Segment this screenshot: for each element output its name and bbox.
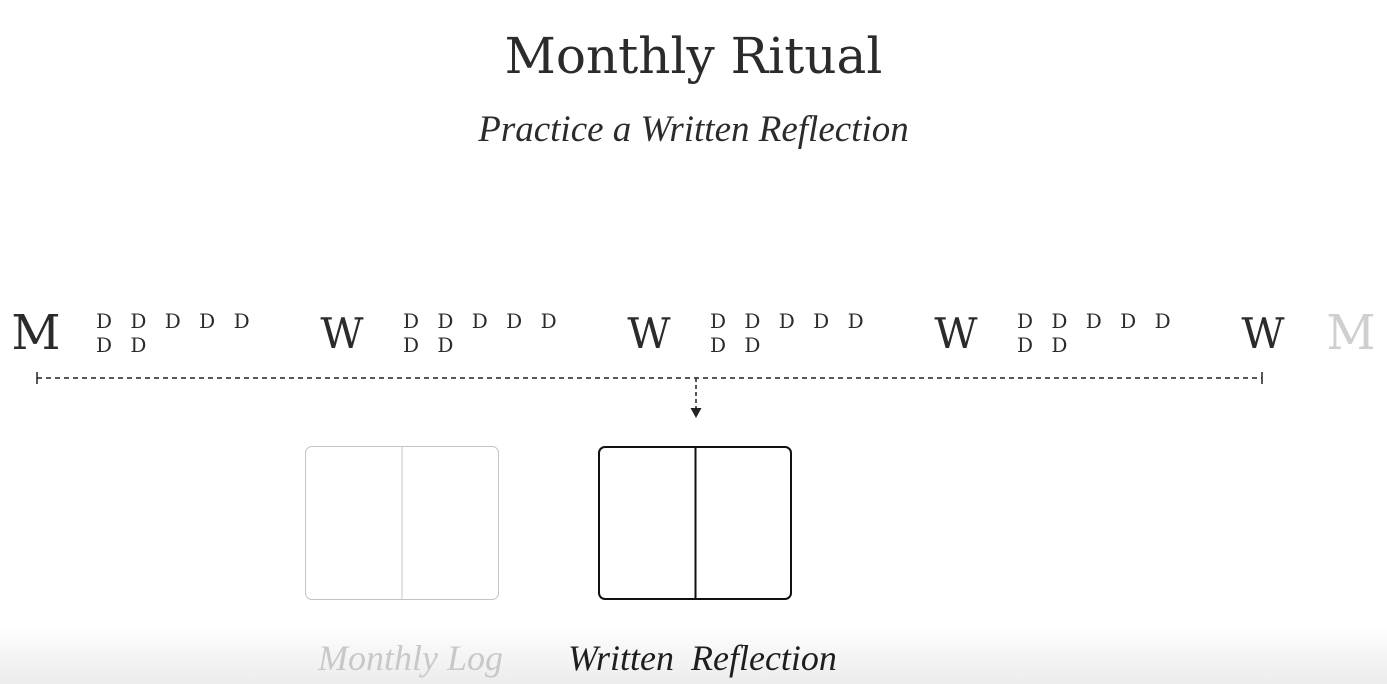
month-start-mark: M <box>11 305 61 361</box>
week-1-mark: W <box>320 308 364 358</box>
next-month-mark: M <box>1326 305 1376 361</box>
monthly-log-label: Monthly Log <box>318 638 503 678</box>
week-1-days: D D D D D D D <box>96 309 256 357</box>
pointer-arrowhead <box>690 408 702 418</box>
written-reflection-label: Written Reflection <box>568 638 837 678</box>
page-title: Monthly Ritual <box>504 27 883 85</box>
page-subtitle: Practice a Written Reflection <box>478 109 909 150</box>
bottom-fade <box>0 624 1387 684</box>
week-2-mark: W <box>627 308 671 358</box>
week-4-days: D D D D D D D <box>1017 309 1177 357</box>
notebook-spine <box>694 448 697 598</box>
notebook-spine <box>401 447 403 599</box>
week-3-mark: W <box>934 308 978 358</box>
week-4-mark: W <box>1241 308 1285 358</box>
week-3-days: D D D D D D D <box>710 309 870 357</box>
week-2-days: D D D D D D D <box>403 309 563 357</box>
written-reflection-notebook-icon <box>598 446 792 600</box>
timeline: M D D D D D D D W D D D D D D D W D D D … <box>0 300 1387 366</box>
monthly-log-notebook-icon <box>305 446 499 600</box>
